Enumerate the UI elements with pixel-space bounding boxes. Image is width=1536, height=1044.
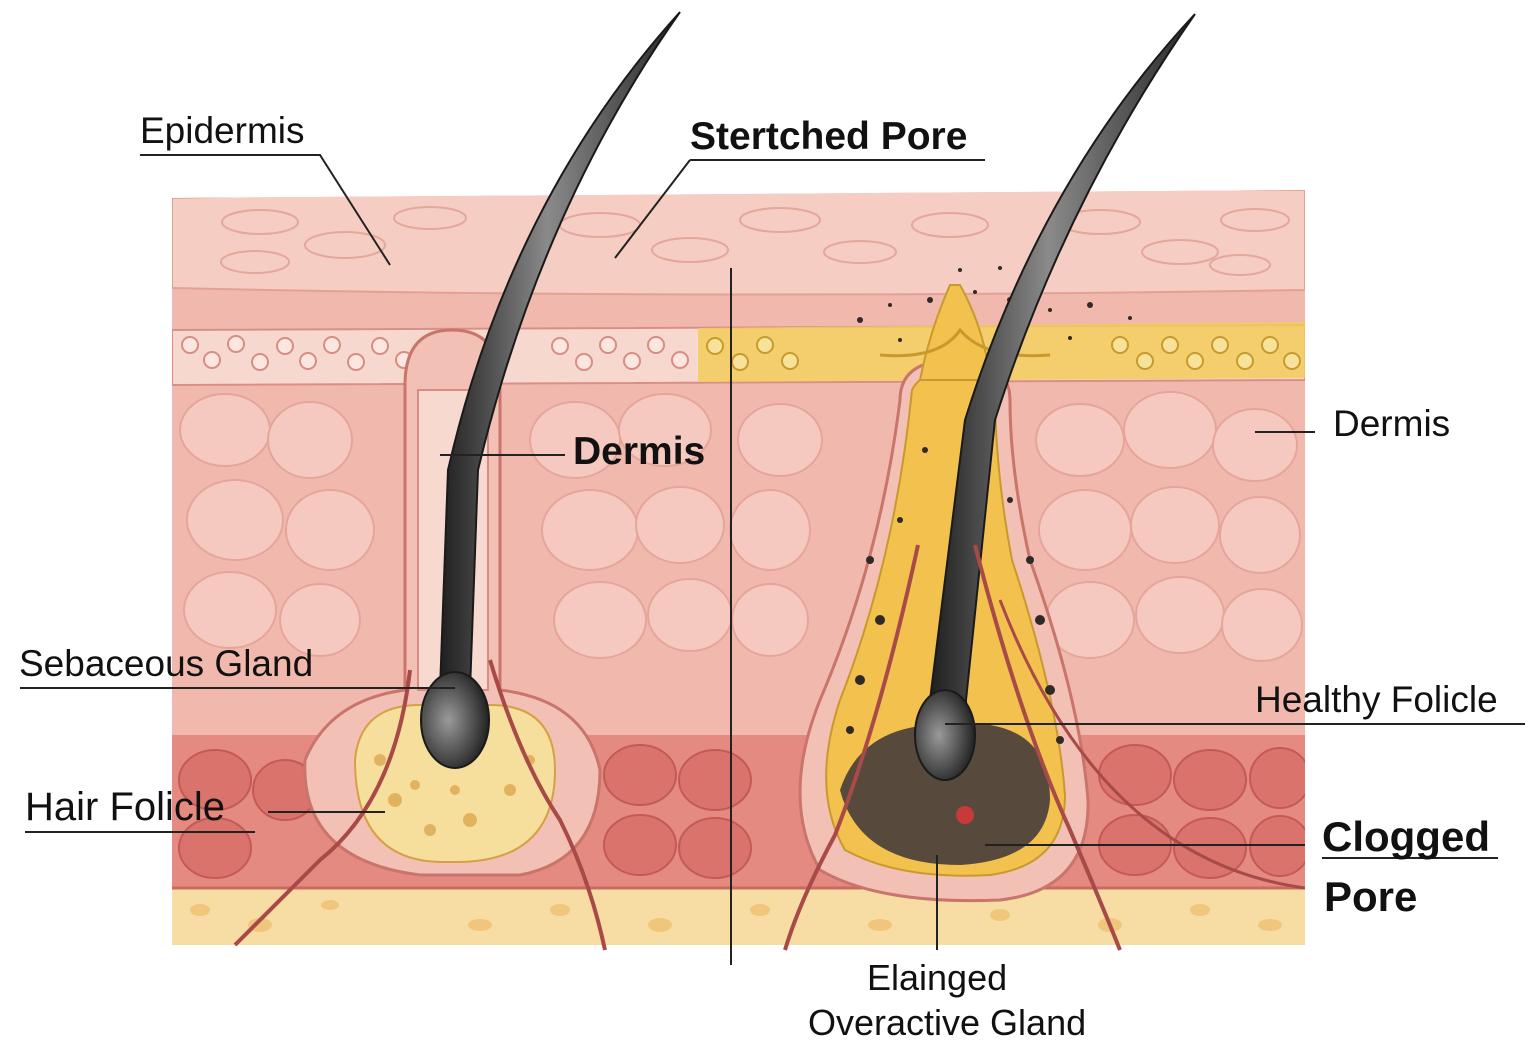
skin-block — [172, 190, 1305, 945]
label-epidermis: Epidermis — [140, 110, 305, 151]
leader-lines — [20, 154, 1525, 965]
label-dermis-center: Dermis — [573, 430, 706, 473]
debris-mass — [840, 725, 1050, 865]
label-stretched-pore: Stertched Pore — [690, 115, 968, 158]
label-dermis-right: Dermis — [1333, 403, 1451, 444]
label-clogged-pore-line1: Clogged — [1322, 813, 1490, 860]
label-hair-follicle: Hair Folicle — [25, 785, 226, 829]
label-sebaceous-gland: Sebaceous Gland — [19, 643, 314, 684]
label-enlarged-gland-line1: Elainged — [867, 957, 1008, 998]
sebaceous-gland-left — [353, 704, 557, 863]
clogged-follicle-right — [783, 13, 1306, 951]
granular-cells — [181, 335, 689, 371]
dermis-cells — [179, 391, 1303, 662]
fat-layer — [172, 888, 1305, 945]
healthy-follicle-left — [233, 11, 681, 951]
epidermis-layer — [172, 190, 1305, 296]
label-clogged-pore-line2: Pore — [1324, 873, 1418, 920]
label-enlarged-gland-line2: Overactive Gland — [808, 1002, 1087, 1043]
label-healthy-follicle: Healthy Folicle — [1255, 679, 1498, 720]
